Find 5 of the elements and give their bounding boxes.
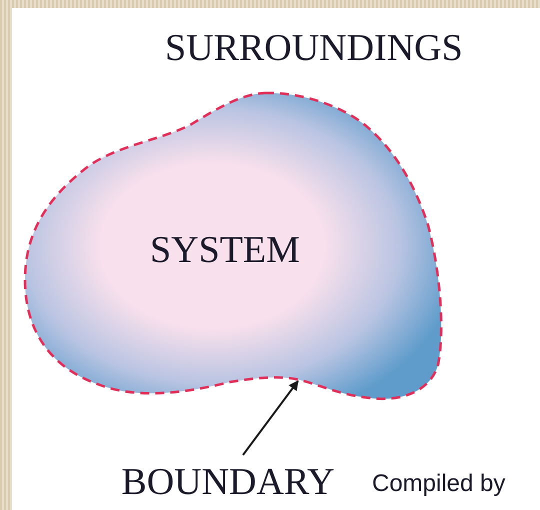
surroundings-label: SURROUNDINGS (165, 26, 463, 70)
credit-note: Compiled by (372, 470, 506, 498)
leader-arrow (242, 380, 299, 456)
boundary-label: BOUNDARY (121, 460, 335, 504)
system-label: SYSTEM (150, 228, 300, 272)
